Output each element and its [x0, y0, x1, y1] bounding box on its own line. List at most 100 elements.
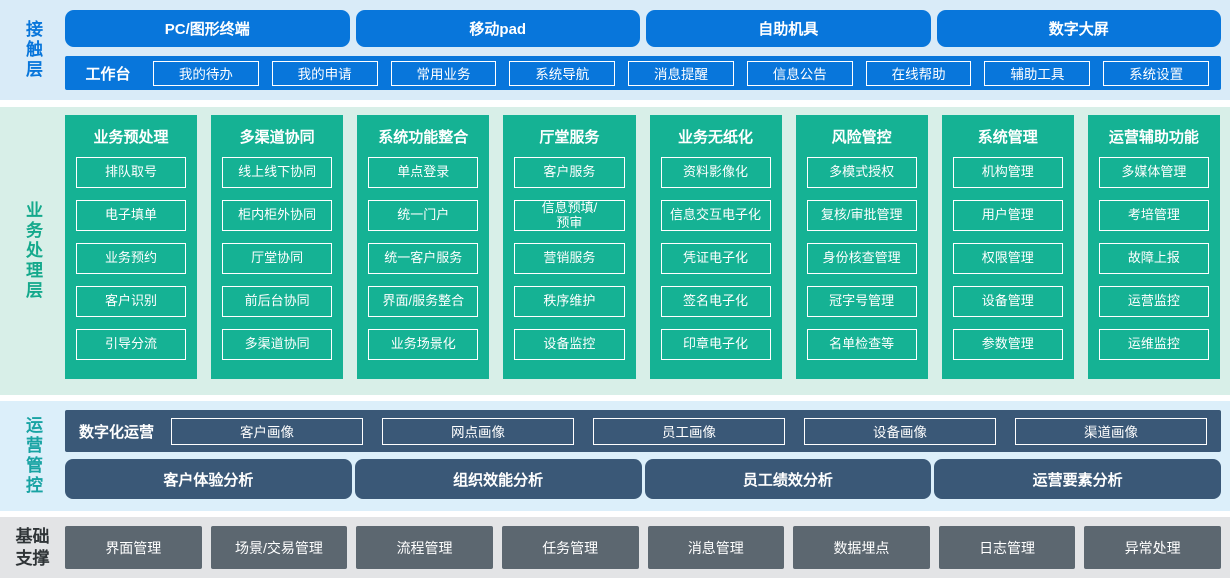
- business-column-items: 多媒体管理 考培管理 故障上报 运营监控 运维监控: [1098, 157, 1209, 360]
- business-column: 风险管控 多模式授权 复核/审批管理 身份核查管理 冠字号管理: [795, 115, 928, 379]
- workbench-items: 我的待办 我的申请 常用业务 系统导航 消息提醒 信息公告 在线帮助 辅助工具: [153, 60, 1210, 86]
- portrait-box: 客户画像: [171, 417, 364, 445]
- contact-layer-label: 接触层: [23, 20, 42, 80]
- business-item-box: 多模式授权: [806, 157, 917, 188]
- business-item-box: 信息预填/ 预审: [514, 200, 625, 231]
- business-item-box: 机构管理: [952, 157, 1063, 188]
- workbench-bar: 工作台 我的待办 我的申请 常用业务 系统导航 消息提醒 信息公告: [65, 56, 1221, 90]
- terminal-box: 移动pad: [355, 10, 640, 47]
- business-column: 系统功能整合 单点登录 统一门户 统一客户服务 界面/服务整合: [357, 115, 490, 379]
- portrait-box: 设备画像: [804, 417, 997, 445]
- business-item-box: 客户服务: [514, 157, 625, 188]
- contact-layer: 接触层 PC/图形终端 移动pad 自助机具 数字大屏 工作台 我的待办: [0, 0, 1230, 100]
- foundation-box: 异常处理: [1084, 526, 1221, 569]
- business-layer-label: 业务处理层: [23, 201, 42, 301]
- business-column: 厅堂服务 客户服务 信息预填/ 预审 营销服务 秩序维护: [503, 115, 636, 379]
- foundation-box: 场景/交易管理: [210, 526, 348, 569]
- workbench-item-box: 在线帮助: [865, 60, 972, 86]
- portrait-box: 网点画像: [382, 417, 575, 445]
- terminal-row: PC/图形终端 移动pad 自助机具 数字大屏: [65, 10, 1221, 47]
- business-column-title: 运营辅助功能: [1108, 128, 1199, 146]
- operations-layer-content: 数字化运营 客户画像 网点画像 员工画像 设备画像 渠道画像: [65, 401, 1230, 511]
- foundation-items: 界面管理 场景/交易管理 流程管理 任务管理 消息管理 数据埋点 日志管理 异常…: [65, 517, 1230, 578]
- business-item-box: 设备监控: [514, 329, 625, 360]
- business-column: 业务预处理 排队取号 电子填单 业务预约 客户识别: [65, 115, 198, 379]
- foundation-box: 流程管理: [356, 526, 493, 569]
- foundation-box: 日志管理: [938, 526, 1076, 569]
- business-column: 业务无纸化 资料影像化 信息交互电子化 凭证电子化 签名电子化: [649, 115, 782, 379]
- business-column-items: 机构管理 用户管理 权限管理 设备管理 参数管理: [952, 157, 1063, 360]
- business-item-box: 运维监控: [1098, 329, 1209, 360]
- business-item-box: 名单检查等: [806, 329, 917, 360]
- business-column: 系统管理 机构管理 用户管理 权限管理 设备管理: [941, 115, 1074, 379]
- foundation-box: 界面管理: [65, 526, 202, 569]
- business-item-box: 厅堂协同: [222, 243, 333, 274]
- business-column-items: 多模式授权 复核/审批管理 身份核查管理 冠字号管理 名单检查等: [806, 157, 917, 360]
- operations-control-layer: 运营管控 数字化运营 客户画像 网点画像 员工画像 设备画像 渠道画像: [0, 401, 1230, 511]
- business-item-box: 界面/服务整合: [368, 286, 479, 317]
- business-item-box: 权限管理: [952, 243, 1063, 274]
- business-column: 多渠道协同 线上线下协同 柜内柜外协同 厅堂协同 前后台协同: [211, 115, 344, 379]
- foundation-box: 数据埋点: [793, 526, 930, 569]
- analysis-box: 客户体验分析: [65, 459, 352, 499]
- business-item-box: 秩序维护: [514, 286, 625, 317]
- business-item-box: 用户管理: [952, 200, 1063, 231]
- terminal-box: 数字大屏: [936, 10, 1221, 47]
- business-item-box: 统一客户服务: [368, 243, 479, 274]
- business-item-box: 设备管理: [952, 286, 1063, 317]
- workbench-item-box: 常用业务: [390, 60, 497, 86]
- business-column-items: 排队取号 电子填单 业务预约 客户识别 引导分流: [76, 157, 187, 360]
- business-columns: 业务预处理 排队取号 电子填单 业务预约 客户识别: [65, 115, 1220, 379]
- portrait-box: 渠道画像: [1015, 417, 1208, 445]
- business-item-box: 柜内柜外协同: [222, 200, 333, 231]
- workbench-label: 工作台: [85, 65, 131, 83]
- business-column-items: 资料影像化 信息交互电子化 凭证电子化 签名电子化 印章电子化: [660, 157, 771, 360]
- business-item-box: 多渠道协同: [222, 329, 333, 360]
- workbench-item-box: 系统导航: [509, 60, 616, 86]
- digital-operations-items: 客户画像 网点画像 员工画像 设备画像 渠道画像: [171, 417, 1208, 445]
- business-item-box: 客户识别: [76, 286, 187, 317]
- foundation-box: 消息管理: [647, 526, 785, 569]
- business-item-box: 印章电子化: [660, 329, 771, 360]
- workbench-item-box: 辅助工具: [984, 60, 1091, 86]
- analysis-row: 客户体验分析 组织效能分析 员工绩效分析 运营要素分析: [65, 459, 1221, 499]
- terminal-box: PC/图形终端: [65, 10, 350, 47]
- foundation-box: 任务管理: [501, 526, 639, 569]
- business-column-items: 单点登录 统一门户 统一客户服务 界面/服务整合 业务场景化: [368, 157, 479, 360]
- business-item-box: 多媒体管理: [1098, 157, 1209, 188]
- business-column: 运营辅助功能 多媒体管理 考培管理 故障上报 运营监控: [1087, 115, 1220, 379]
- business-item-box: 排队取号: [76, 157, 187, 188]
- foundation-layer-label: 基础 支撑: [15, 527, 50, 568]
- business-column-title: 风险管控: [831, 128, 892, 146]
- business-item-box: 故障上报: [1098, 243, 1209, 274]
- analysis-box: 组织效能分析: [354, 459, 642, 499]
- business-column-title: 业务无纸化: [678, 128, 754, 146]
- business-item-box: 运营监控: [1098, 286, 1209, 317]
- business-item-box: 单点登录: [368, 157, 479, 188]
- digital-operations-label: 数字化运营: [79, 423, 155, 441]
- business-item-box: 复核/审批管理: [806, 200, 917, 231]
- business-column-items: 客户服务 信息预填/ 预审 营销服务 秩序维护 设备监控: [514, 157, 625, 360]
- business-column-title: 多渠道协同: [239, 128, 315, 146]
- business-item-box: 考培管理: [1098, 200, 1209, 231]
- workbench-item-box: 信息公告: [746, 60, 853, 86]
- terminal-box: 自助机具: [646, 10, 931, 47]
- business-column-title: 系统功能整合: [378, 128, 469, 146]
- business-layer-content: 业务预处理 排队取号 电子填单 业务预约 客户识别: [65, 107, 1230, 395]
- business-item-box: 电子填单: [76, 200, 187, 231]
- business-item-box: 签名电子化: [660, 286, 771, 317]
- business-column-title: 系统管理: [977, 128, 1038, 146]
- business-item-box: 营销服务: [514, 243, 625, 274]
- business-item-box: 统一门户: [368, 200, 479, 231]
- business-item-box: 资料影像化: [660, 157, 771, 188]
- business-column-title: 业务预处理: [93, 128, 169, 146]
- workbench-item-box: 我的待办: [153, 60, 259, 86]
- business-item-box: 引导分流: [76, 329, 187, 360]
- business-item-box: 业务场景化: [368, 329, 479, 360]
- business-item-box: 前后台协同: [222, 286, 333, 317]
- business-item-box: 信息交互电子化: [660, 200, 771, 231]
- workbench-item-box: 消息提醒: [628, 60, 734, 86]
- workbench-item-box: 系统设置: [1103, 60, 1210, 86]
- business-item-box: 冠字号管理: [806, 286, 917, 317]
- business-item-box: 线上线下协同: [222, 157, 333, 188]
